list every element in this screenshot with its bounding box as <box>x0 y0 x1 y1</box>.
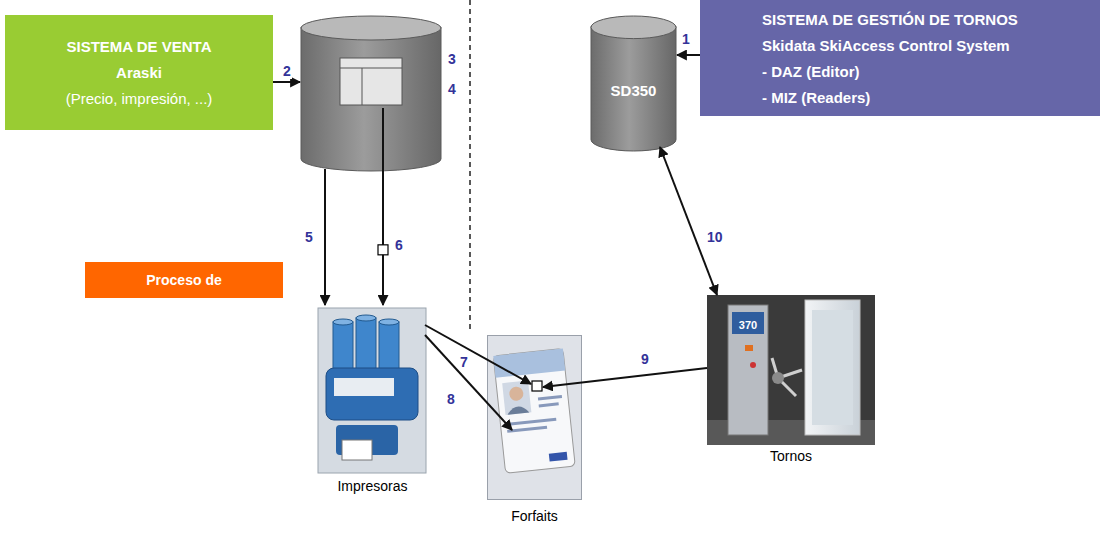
label-holder: 8 <box>446 390 456 408</box>
label-holder: 10 <box>706 228 724 246</box>
label-holder: 6 <box>394 236 404 254</box>
callout-number: 9 <box>640 351 650 367</box>
printer-node: Impresoras <box>305 305 440 495</box>
callout-number: 4 <box>448 81 456 97</box>
flow-arrow <box>677 54 700 56</box>
database-cylinder: 34 <box>300 15 462 172</box>
node-title: SD350 <box>611 82 657 99</box>
node-title: Proceso de <box>146 272 221 288</box>
label-holder: 370 <box>732 315 764 333</box>
node-title: Tornos <box>770 447 812 465</box>
callout-number: 10 <box>706 229 724 245</box>
node-title: SISTEMA DE GESTIÓN DE TORNOS <box>762 10 1018 30</box>
callout-number: 3 <box>448 51 456 67</box>
callout-number: 7 <box>459 354 469 370</box>
cylinder-body <box>301 27 441 171</box>
node-text: Araski <box>116 63 162 83</box>
database-cylinder: SD350 <box>590 15 677 152</box>
flow-arrow <box>543 368 707 387</box>
callout-number: 2 <box>282 63 292 79</box>
label-holder: 5 <box>304 228 314 246</box>
node-text: - DAZ (Editor) <box>762 62 859 82</box>
label-holder: 2 <box>282 62 292 80</box>
node-title: SISTEMA DE VENTA <box>66 37 211 57</box>
cylinder-top <box>591 16 676 39</box>
display-number: 370 <box>739 319 757 331</box>
process-box: Proceso de <box>85 262 283 298</box>
flow-arrow <box>425 335 512 430</box>
node-title: Forfaits <box>511 507 558 525</box>
callout-number: 5 <box>304 229 314 245</box>
node-text: Skidata SkiAccess Control System <box>762 36 1010 56</box>
flow-arrow <box>660 147 717 295</box>
ski-pass-picture <box>488 336 582 500</box>
cylinder-body <box>591 26 676 151</box>
flow-arrow <box>425 325 531 384</box>
cylinder-top <box>301 16 441 40</box>
turnstile-node: Tornos <box>707 295 875 465</box>
cylinder-outline <box>300 15 442 172</box>
callout-number: 1 <box>681 31 691 47</box>
callout-number: 8 <box>446 391 456 407</box>
system-box: SISTEMA DE GESTIÓN DE TORNOS Skidata SkiA… <box>700 0 1100 116</box>
label-holder: 9 <box>640 350 650 368</box>
message-square <box>378 245 388 255</box>
callout-number: 6 <box>394 237 404 253</box>
printer-picture <box>318 308 426 473</box>
divider-line <box>469 0 471 330</box>
label-holder: 7 <box>459 353 469 371</box>
label-holder: 1 <box>681 30 691 48</box>
ski-pass-node: Forfaits <box>487 335 582 525</box>
table-icon <box>340 58 402 105</box>
flow-arrow <box>273 81 300 83</box>
system-box: SISTEMA DE VENTA Araski (Precio, impresión… <box>5 15 273 130</box>
turnstile-picture <box>707 295 875 445</box>
node-text: (Precio, impresión, ...) <box>66 89 213 109</box>
flow-arrow <box>324 169 326 305</box>
node-text: - MIZ (Readers) <box>762 88 870 108</box>
node-title: Impresoras <box>337 477 407 495</box>
